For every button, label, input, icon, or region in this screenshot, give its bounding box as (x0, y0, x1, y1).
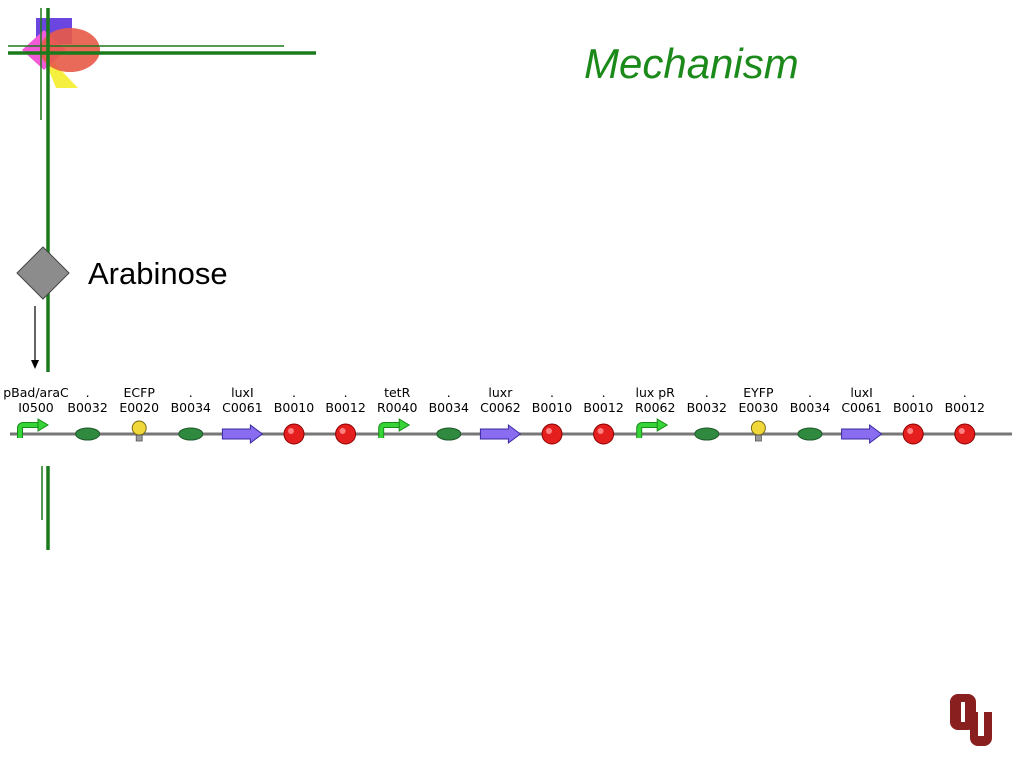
part-id: B0012 (583, 400, 624, 415)
part-coding-icon (479, 424, 522, 444)
part-terminator-icon (954, 423, 976, 445)
part-id: E0030 (738, 400, 779, 415)
part-id: R0040 (376, 400, 418, 415)
part-name: . (188, 385, 193, 400)
part-name: . (343, 385, 348, 400)
part-id: B0010 (273, 400, 315, 415)
part-rbs-icon (797, 427, 823, 441)
part-label: .B0012 (945, 385, 985, 415)
part-id: B0010 (531, 400, 573, 415)
part-id: B0034 (428, 400, 469, 415)
part-id: E0020 (119, 400, 160, 415)
part-id: R0062 (634, 400, 676, 415)
slide-title: Mechanism (584, 40, 799, 87)
part-name: . (292, 385, 296, 400)
part-name: luxI (850, 385, 873, 400)
construct-backbone (10, 418, 1012, 445)
inducer-label: Arabinose (88, 256, 228, 291)
part-rbs-icon (75, 427, 101, 441)
part-coding-icon (221, 424, 264, 444)
part-label: .B0010 (893, 385, 933, 415)
part-id: B0010 (892, 400, 934, 415)
part-promoter-icon (17, 418, 49, 438)
part-name: . (601, 385, 606, 400)
part-name: ECFP (123, 385, 155, 400)
part-id: B0032 (67, 400, 108, 415)
part-name: . (85, 385, 90, 400)
part-name: . (446, 385, 451, 400)
part-name: . (911, 385, 916, 400)
part-name: . (808, 385, 812, 400)
part-label: .B0012 (325, 385, 365, 415)
part-id: B0034 (789, 400, 831, 415)
corner-ball-shape (40, 28, 100, 72)
part-label: .B0012 (583, 385, 623, 415)
part-name: luxI (231, 385, 254, 400)
part-id: I0500 (18, 400, 54, 415)
part-terminator-icon (902, 423, 924, 445)
part-id: C0061 (841, 400, 882, 415)
part-coding-icon (841, 424, 883, 444)
inducer-down-arrow-icon (31, 306, 39, 369)
part-name: tetR (384, 385, 411, 400)
part-label: .B0034 (171, 385, 211, 415)
part-reporter-icon (750, 420, 766, 442)
part-terminator-icon (335, 423, 357, 445)
part-label: .B0034 (790, 385, 830, 415)
part-name: EYFP (743, 385, 774, 400)
part-terminator-icon (593, 423, 615, 445)
part-terminator-icon (541, 423, 563, 445)
part-id: B0012 (325, 400, 366, 415)
part-rbs-icon (694, 427, 720, 441)
part-id: B0032 (686, 400, 727, 415)
slide-frame-decoration (8, 8, 316, 550)
part-label: .B0032 (67, 385, 107, 415)
part-label: .B0034 (429, 385, 469, 415)
part-promoter-icon (636, 418, 669, 438)
part-id: C0061 (222, 400, 263, 415)
part-label: .B0010 (532, 385, 572, 415)
part-label: .B0010 (274, 385, 314, 415)
part-promoter-icon (378, 418, 411, 438)
part-name: . (704, 385, 709, 400)
inducer-diamond-icon (16, 246, 70, 300)
ou-logo (950, 694, 992, 746)
part-terminator-icon (283, 423, 305, 445)
part-name: . (962, 385, 967, 400)
part-name: pBad/araC (3, 385, 69, 400)
part-id: B0034 (170, 400, 211, 415)
part-id: C0062 (480, 400, 521, 415)
part-reporter-icon (131, 420, 147, 442)
part-rbs-icon (436, 427, 462, 441)
part-rbs-icon (178, 427, 204, 441)
part-name: luxr (488, 385, 513, 400)
part-name: lux pR (635, 385, 675, 400)
part-name: . (550, 385, 554, 400)
part-id: B0012 (944, 400, 985, 415)
part-label: .B0032 (687, 385, 727, 415)
